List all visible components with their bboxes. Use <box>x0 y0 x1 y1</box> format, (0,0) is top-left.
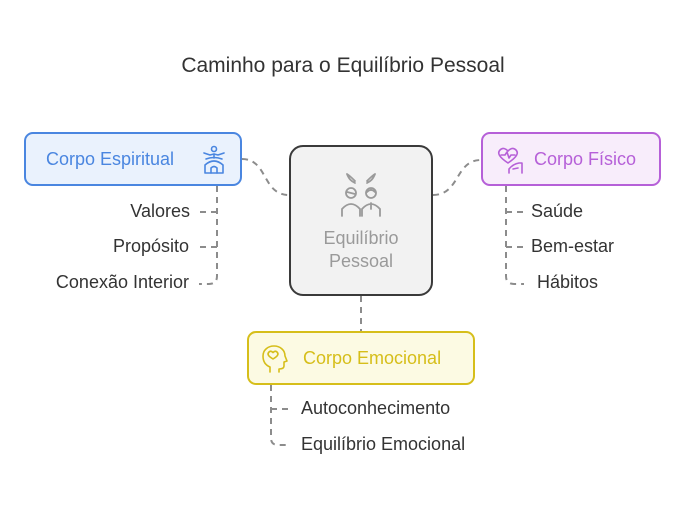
connector-espiritual <box>241 158 290 196</box>
connector-fisico <box>432 159 482 196</box>
leaf-valores: Valores <box>130 201 190 221</box>
leaf-conexao-interior: Conexão Interior <box>55 272 189 292</box>
node-label: Corpo Físico <box>534 148 637 169</box>
node-corpo-emocional[interactable]: Corpo Emocional <box>247 331 475 385</box>
node-corpo-fisico[interactable]: Corpo Físico <box>481 132 661 186</box>
leaf-saude: Saúde <box>531 201 584 221</box>
diagram-title: Caminho para o Equilíbrio Pessoal <box>181 54 505 77</box>
center-label-line1: Equilíbrio <box>323 228 399 248</box>
center-label: Equilíbrio Pessoal <box>291 227 431 273</box>
node-label: Corpo Espiritual <box>46 148 175 169</box>
node-label: Corpo Emocional <box>303 347 442 368</box>
center-label-line2: Pessoal <box>328 251 394 271</box>
node-corpo-espiritual[interactable]: Corpo Espiritual <box>24 132 242 186</box>
tree-espiritual <box>199 186 218 285</box>
tree-fisico <box>505 186 524 285</box>
leaf-proposito: Propósito <box>112 236 189 256</box>
tree-emocional <box>270 385 290 446</box>
leaf-autoconhecimento: Autoconhecimento <box>301 398 451 418</box>
leaf-bem-estar: Bem-estar <box>531 236 615 256</box>
center-node-equilibrio-pessoal[interactable]: Equilíbrio Pessoal <box>289 145 433 296</box>
spiritual-figure-icon <box>203 145 225 174</box>
couple-icon <box>341 173 381 217</box>
leaf-habitos: Hábitos <box>537 272 599 292</box>
heart-hand-icon <box>497 147 523 174</box>
leaf-equilibrio-emocional: Equilíbrio Emocional <box>301 434 466 454</box>
head-heart-icon <box>262 345 288 373</box>
